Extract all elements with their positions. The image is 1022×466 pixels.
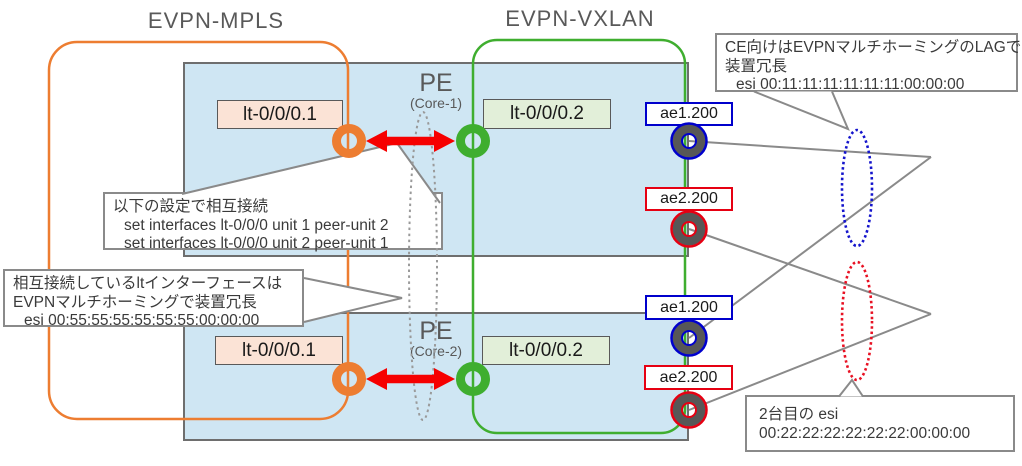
callout-lt-config-cmd1: set interfaces lt-0/0/0 unit 1 peer-unit… [124,216,389,234]
callout-lt-config: 以下の設定で相互接続 set interfaces lt-0/0/0 unit … [103,192,443,252]
ae2-label-core2: ae2.200 [644,365,733,390]
callout-ce-lag-esi: esi 00:11:11:11:11:11:11:00:00:00 [736,76,965,93]
vxlan-domain-title: EVPN-VXLAN [505,6,655,31]
lag-group-ae1-ellipse [840,128,874,248]
callout-lt-mh-line1: 相互接続しているltインターフェースは [13,275,283,292]
callout-lt-config-line1: 以下の設定で相互接続 [113,198,269,215]
callout-ce-lag-pointer [753,90,850,131]
ae1-label-core2: ae1.200 [645,295,733,320]
ae2-label-core1: ae2.200 [645,187,733,211]
pe-core1-label: PE (Core-1) [371,70,501,111]
pe-core1-name: PE [419,69,453,97]
ae1-label-core1: ae1.200 [645,102,733,126]
lt-vxlan-label-core1: lt-0/0/0.2 [483,99,611,129]
callout-lt-mh-esi: esi 00:55:55:55:55:55:55:00:00:00 [24,312,260,329]
callout-ce-lag-line2: 装置冗長 [725,57,788,75]
pe-core1-hostname: (Core-1) [409,95,463,112]
lt-mpls-label-core1: lt-0/0/0.1 [217,100,343,129]
callout-ce-lag: CE向けはEVPNマルチホーミングのLAGで 装置冗長 esi 00:11:11… [715,33,1022,93]
callout-ce-lag-line1: CE向けはEVPNマルチホーミングのLAGで [725,39,1022,56]
callout-lt-multihoming: 相互接続しているltインターフェースは EVPNマルチホーミングで装置冗長 es… [3,269,304,329]
lt-mpls-label-core2: lt-0/0/0.1 [215,336,343,365]
callout-lt-mh-line2: EVPNマルチホーミングで装置冗長 [13,293,257,311]
callout-second-esi-line2: 00:22:22:22:22:22:22:00:00:00 [759,425,971,442]
mpls-domain-title: EVPN-MPLS [147,8,285,33]
link-ae1-core1-to-ce [688,140,932,158]
callout-lt-config-cmd2: set interfaces lt-0/0/0 unit 2 peer-unit… [124,235,389,252]
callout-second-esi: 2台目の esi 00:22:22:22:22:22:22:00:00:00 [745,395,1015,452]
lag-group-ae2-ellipse [840,260,874,382]
callout-second-esi-line1: 2台目の esi [759,406,839,423]
lt-vxlan-label-core2: lt-0/0/0.2 [482,336,610,365]
